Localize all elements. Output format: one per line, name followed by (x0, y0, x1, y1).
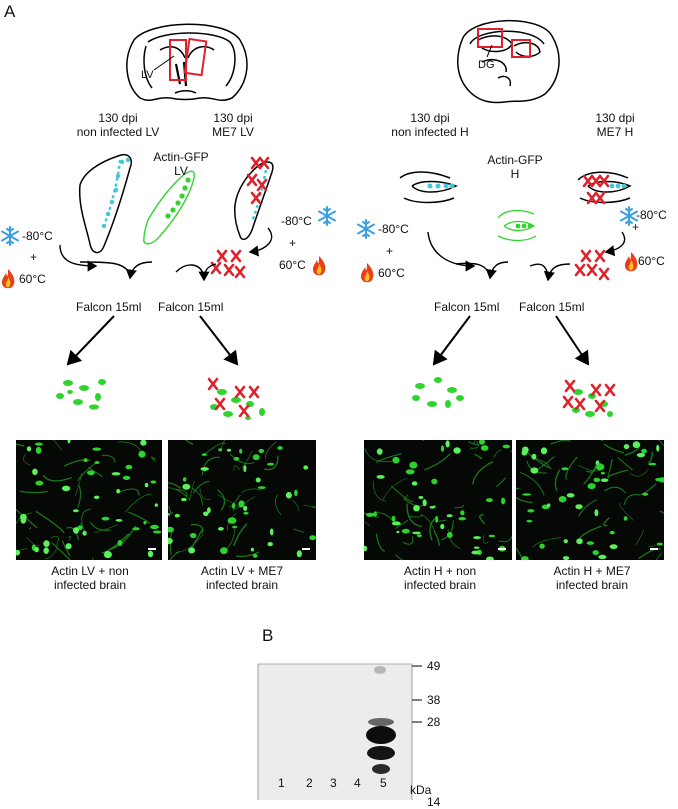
hippocampus-prion-x-marks (574, 249, 610, 281)
plus-1: + (30, 250, 38, 264)
falcon-label-3: Falcon 15ml (434, 300, 500, 314)
plus-3: + (386, 244, 394, 258)
flame-icon (312, 256, 326, 276)
falcon-label-4: Falcon 15ml (519, 300, 585, 314)
cell-cluster-h-me7 (562, 379, 616, 417)
temp-cold-4: -80°C (636, 208, 667, 222)
micrograph-h-non-infected (364, 440, 512, 560)
brain-coronal-hippocampus-diagram (457, 19, 560, 104)
hippocampus-tissue-me7 (577, 171, 632, 205)
western-blot (257, 663, 422, 800)
unit-kda: kDa (410, 783, 432, 797)
panel-label-b: B (262, 626, 274, 645)
micrograph-lv-non-infected (16, 440, 162, 560)
flame-icon (624, 252, 638, 272)
temp-cold-3: -80°C (378, 222, 409, 236)
lane-1: 1 (278, 776, 285, 790)
lane-5: 5 (380, 776, 387, 790)
cell-cluster-lv-me7 (207, 377, 265, 420)
lv-tissue-non-infected (78, 154, 132, 254)
lane-2: 2 (306, 776, 313, 790)
temp-cold-1: -80°C (22, 229, 53, 243)
temp-hot-1: 60°C (19, 272, 46, 286)
temp-hot-3: 60°C (378, 266, 405, 280)
marker-38: 38 (427, 693, 441, 707)
temp-cold-2: -80°C (281, 214, 312, 228)
lane-3: 3 (330, 776, 337, 790)
falcon-label-2: Falcon 15ml (158, 300, 224, 314)
plus-4: + (632, 220, 640, 234)
brain-label-dg: DG (478, 59, 495, 71)
flame-icon (1, 269, 15, 289)
blot-bands-lane-5 (366, 666, 396, 774)
snowflake-icon (1, 226, 19, 246)
panel-label-a: A (4, 2, 16, 21)
temp-hot-4: 60°C (638, 254, 665, 268)
marker-49: 49 (427, 659, 441, 673)
lv-prion-x-marks (210, 249, 246, 279)
marker-14: 14 (427, 795, 441, 809)
snowflake-icon (357, 219, 375, 239)
plus-2: + (289, 236, 297, 250)
lane-4: 4 (354, 776, 361, 790)
lv-tissue-actin-gfp (143, 170, 195, 245)
marker-28: 28 (427, 715, 441, 729)
brain-label-lv: LV (141, 69, 154, 81)
falcon-label-1: Falcon 15ml (76, 300, 142, 314)
hippocampus-tissue-actin-gfp (497, 209, 537, 242)
snowflake-icon (318, 206, 336, 226)
lv-tissue-me7 (234, 156, 274, 241)
micrograph-h-me7 (516, 440, 664, 560)
flame-icon (360, 263, 374, 283)
cell-cluster-h-non (412, 377, 464, 408)
brain-coronal-lv-diagram (126, 23, 248, 101)
temp-hot-2: 60°C (279, 258, 306, 272)
cell-cluster-lv-non (56, 379, 106, 410)
hippocampus-tissue-non-infected (399, 171, 458, 204)
micrograph-lv-me7 (168, 440, 316, 560)
